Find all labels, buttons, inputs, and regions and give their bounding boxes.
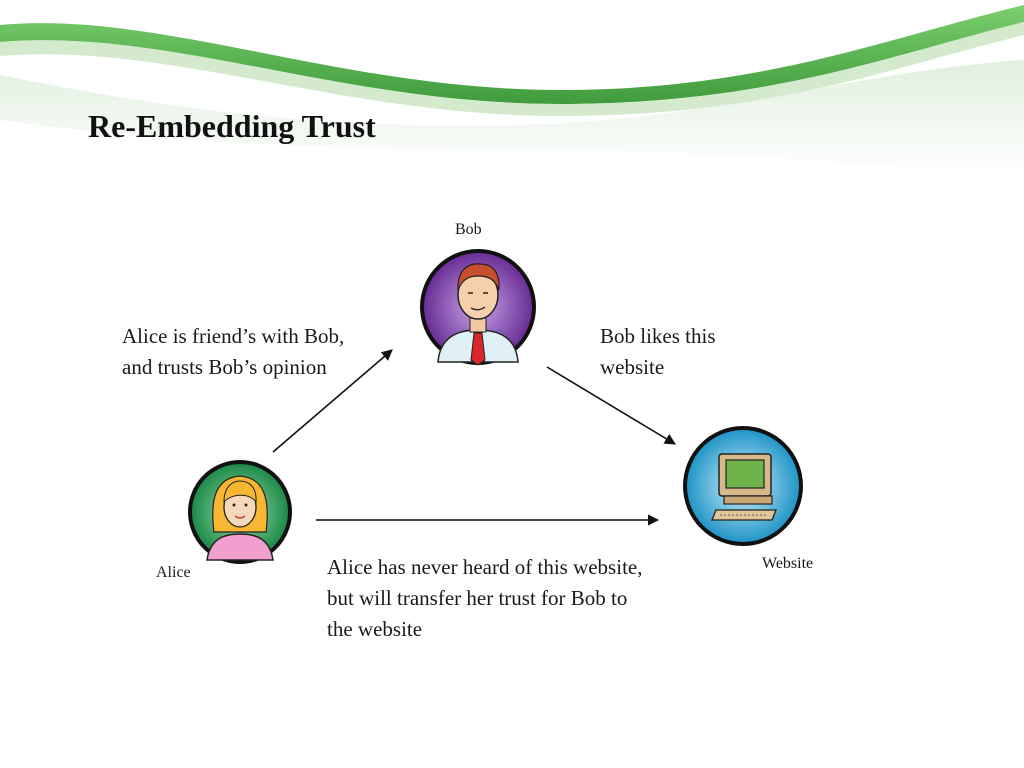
alice-website-description: Alice has never heard of this website, b… [327, 555, 643, 641]
banner-decoration [0, 0, 1024, 175]
arrow-alice-to-bob [272, 349, 393, 453]
website-label: Website [762, 555, 814, 572]
woman-icon [206, 475, 274, 561]
man-with-tie-icon [437, 263, 519, 366]
computer-icon [711, 453, 777, 521]
website-node [683, 426, 803, 546]
alice-bob-description: Alice is friend’s with Bob, and trusts B… [122, 324, 345, 379]
bob-node [420, 249, 536, 366]
alice-label: Alice [156, 564, 191, 581]
alice-node [188, 460, 292, 564]
bob-website-description: Bob likes this website [600, 324, 716, 379]
slide-title: Re-Embedding Trust [88, 108, 376, 144]
bob-label: Bob [455, 221, 482, 238]
arrow-bob-to-website [546, 366, 676, 445]
